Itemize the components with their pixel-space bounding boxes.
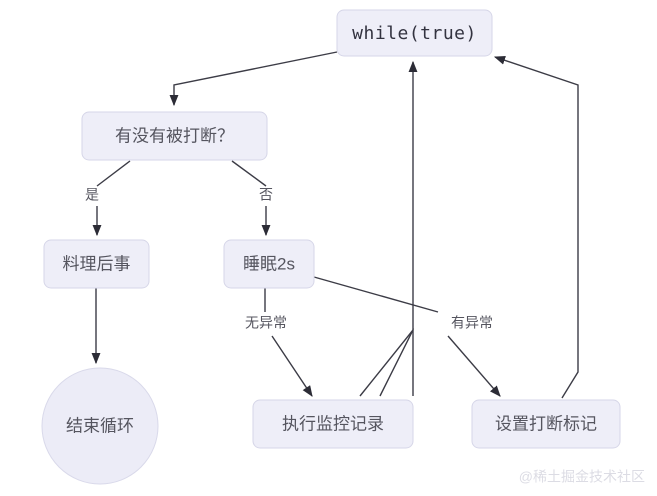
node-set-flag[interactable]: 设置打断标记 — [471, 399, 621, 449]
edges-layer — [91, 51, 579, 399]
edge-monitor-to-while — [379, 60, 418, 397]
edge-label-edge-interrupted-yes: 是 — [85, 187, 99, 203]
node-label-monitor-log: 执行监控记录 — [282, 414, 384, 433]
node-shape-cleanup — [43, 239, 150, 289]
edge-while-to-interrupted — [169, 51, 338, 107]
watermark: @稀土掘金技术社区 — [519, 469, 645, 485]
node-label-sleep: 睡眠2s — [243, 254, 295, 273]
node-label-cleanup: 料理后事 — [63, 254, 131, 273]
edge-interrupted-yes — [96, 160, 131, 187]
edge-sleep-exception — [447, 335, 501, 397]
nodes-layer: while(true) 有没有被打断？ 料理后事 睡眠2s 执行监控记录 设置打断标记 结束… — [41, 9, 621, 485]
node-shape-monitor-log — [252, 399, 414, 449]
node-interrupted[interactable]: 有没有被打断？ — [81, 111, 268, 161]
node-monitor-log[interactable]: 执行监控记录 — [252, 399, 414, 449]
edge-while-to-monitor — [359, 328, 414, 397]
node-shape-while-true — [336, 9, 493, 57]
node-shape-interrupted — [81, 111, 268, 161]
node-cleanup[interactable]: 料理后事 — [43, 239, 150, 289]
node-label-end-loop: 结束循环 — [66, 416, 134, 435]
node-label-set-flag: 设置打断标记 — [495, 414, 597, 433]
node-sleep[interactable]: 睡眠2s — [223, 239, 315, 289]
edge-interrupted-no — [231, 160, 267, 187]
edge-label-edge-interrupted-no: 否 — [259, 187, 273, 203]
node-while-true[interactable]: while(true) — [336, 9, 493, 57]
node-shape-set-flag — [471, 399, 621, 449]
edge-sleep-exception — [313, 276, 439, 313]
edge-label-edge-sleep-exception: 有异常 — [451, 315, 493, 331]
edge-sleep-normal — [271, 335, 313, 397]
node-shape-end-loop — [41, 367, 159, 485]
node-label-interrupted: 有没有被打断？ — [115, 126, 234, 145]
edge-label-edge-sleep-normal: 无异常 — [245, 315, 287, 331]
edge-setflag-to-while — [493, 55, 579, 399]
node-label-while-true: while(true) — [352, 23, 477, 44]
node-end-loop[interactable]: 结束循环 — [41, 367, 159, 485]
node-shape-sleep — [223, 239, 315, 289]
